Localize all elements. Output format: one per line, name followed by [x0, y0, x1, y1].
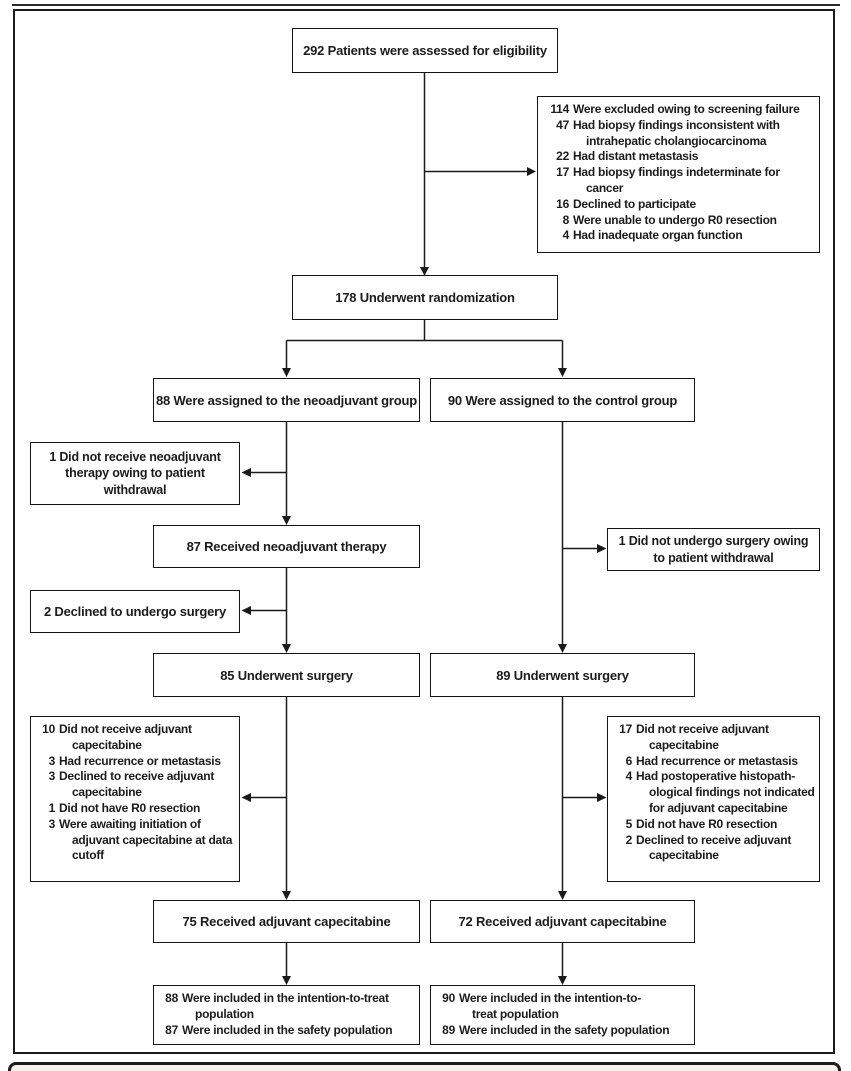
row-text: Did not receive adjuvant capecitabine: [636, 722, 769, 752]
list-row: 114 Were excluded owing to screening fail…: [545, 102, 814, 118]
list-row: 16 Declined to participate: [545, 197, 814, 213]
row-count: 87: [165, 1022, 178, 1037]
row-text: Did not receive adjuvant capecitabine: [59, 722, 192, 752]
row-text: Had biopsy findings indeterminate for ca…: [573, 165, 780, 195]
row-count: 3: [48, 769, 56, 784]
row-text: Declined to receive adjuvant capecitabin…: [636, 832, 792, 863]
box-control-group: 90 Were assigned to the control group: [430, 378, 695, 422]
top-rule: [12, 4, 840, 6]
row-count: 89: [442, 1022, 455, 1037]
list-row: 17 Did not receive adjuvant capecitabine: [615, 722, 814, 754]
box-declined-surgery: 2 Declined to undergo surgery: [30, 590, 240, 633]
row-text: Were included in the intention-to- treat…: [459, 991, 641, 1021]
row-count: 90: [442, 991, 455, 1005]
row-text: Did not have R0 resection: [59, 800, 201, 815]
box-received-neoadjuvant: 87 Received neoadjuvant therapy: [153, 525, 420, 568]
outer-frame: [13, 9, 835, 1054]
box-screening-exclusions: 114 Were excluded owing to screening fail…: [537, 96, 820, 253]
row-text: Declined to participate: [573, 196, 696, 211]
row-count: 88: [165, 991, 178, 1005]
list-row: 87 Were included in the safety population: [161, 1023, 414, 1039]
row-count: 22: [556, 149, 569, 164]
box-eligibility: 292 Patients were assessed for eligibili…: [292, 28, 558, 73]
list-row: 10 Did not receive adjuvant capecitabine: [38, 722, 234, 754]
row-count: 4: [625, 769, 633, 784]
box-adjuvant-control: 72 Received adjuvant capecitabine: [430, 900, 695, 943]
box-populations-neoadjuvant: 88 Were included in the intention-to-trea…: [153, 985, 420, 1045]
list-row: 89 Were included in the safety population: [438, 1023, 689, 1039]
box-randomization: 178 Underwent randomization: [292, 275, 558, 320]
row-text: Had inadequate organ function: [573, 228, 743, 243]
box-surgery-control: 89 Underwent surgery: [430, 653, 695, 697]
row-count: 5: [625, 816, 633, 831]
row-text: Were unable to undergo R0 resection: [573, 212, 777, 227]
row-text: Had biopsy findings inconsistent with in…: [573, 117, 780, 148]
list-row: 47 Had biopsy findings inconsistent with …: [545, 118, 814, 150]
row-text: Were included in the safety population: [459, 1022, 670, 1037]
row-text: Did not have R0 resection: [636, 816, 778, 831]
box-populations-control: 90 Were included in the intention-to- tre…: [430, 985, 695, 1045]
row-count: 16: [556, 196, 569, 211]
row-count: 114: [550, 102, 569, 116]
row-text: Were included in the intention-to-treat …: [182, 991, 389, 1021]
box-surgery-neoadjuvant: 85 Underwent surgery: [153, 653, 420, 697]
row-text: Were excluded owing to screening failure: [573, 102, 800, 116]
list-row: 88 Were included in the intention-to-trea…: [161, 991, 414, 1023]
box-neoadjuvant-group: 88 Were assigned to the neoadjuvant grou…: [153, 378, 420, 422]
list-row: 90 Were included in the intention-to- tre…: [438, 991, 689, 1023]
row-count: 17: [619, 722, 632, 736]
row-count: 4: [562, 228, 570, 243]
row-count: 6: [625, 753, 633, 768]
list-row: 22 Had distant metastasis: [545, 149, 814, 165]
box-adjuvant-neoadjuvant: 75 Received adjuvant capecitabine: [153, 900, 420, 943]
row-count: 3: [48, 816, 56, 831]
row-text: Had recurrence or metastasis: [636, 753, 798, 768]
row-count: 17: [556, 165, 569, 180]
row-count: 8: [562, 212, 570, 227]
row-text: Had recurrence or metastasis: [59, 753, 221, 768]
row-text: Declined to receive adjuvant capecitabin…: [59, 769, 215, 800]
row-text: Had postoperative histopath- ological fi…: [636, 769, 815, 815]
row-text: Were awaiting initiation of adjuvant cap…: [59, 816, 233, 863]
row-text: Had distant metastasis: [573, 149, 699, 164]
row-count: 1: [48, 800, 56, 815]
list-row: 17 Had biopsy findings indeterminate for …: [545, 165, 814, 197]
row-count: 10: [42, 722, 55, 736]
box-no-surgery-control: 1 Did not undergo surgery owing to patie…: [607, 528, 820, 571]
box-no-neoadjuvant-therapy: 1 Did not receive neoadjuvant therapy ow…: [30, 442, 240, 505]
caption-strip: [8, 1062, 841, 1071]
row-count: 3: [48, 753, 56, 768]
row-count: 47: [556, 117, 569, 132]
row-count: 2: [625, 832, 633, 847]
row-text: Were included in the safety population: [182, 1022, 393, 1037]
